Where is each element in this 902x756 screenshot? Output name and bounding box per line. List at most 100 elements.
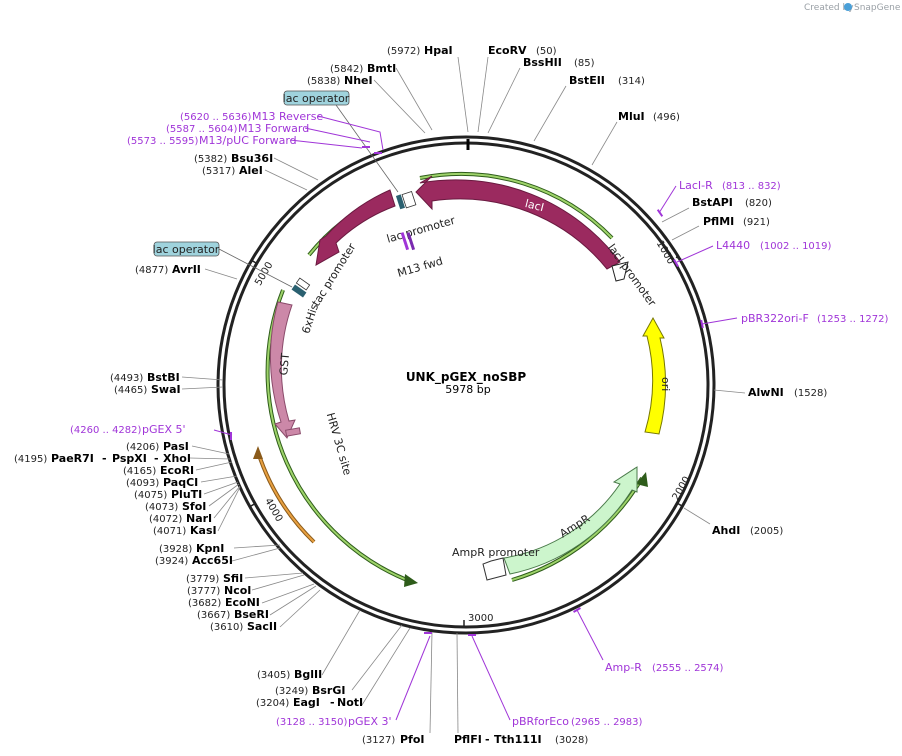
enzyme-ahdi[interactable]: AhdI	[712, 524, 740, 537]
enzyme-pos: (3667)	[197, 610, 230, 621]
primer-pbr322ori-f[interactable]: pBR322ori-F	[741, 312, 809, 325]
enzyme-acc65i[interactable]: Acc65I	[192, 554, 233, 567]
enzyme-pos: (820)	[745, 198, 772, 209]
enzyme-tth111i[interactable]: Tth111I	[494, 733, 542, 746]
primer-m13-forward[interactable]: M13 Forward	[238, 122, 309, 135]
enzyme-econi[interactable]: EcoNI	[225, 596, 260, 609]
enzyme-sacii[interactable]: SacII	[247, 620, 277, 633]
enzyme-bsrgi[interactable]: BsrGI	[312, 684, 345, 697]
primer-pgex-3[interactable]: pGEX 3'	[348, 715, 392, 728]
lac-operator-mark-1	[395, 194, 406, 210]
feature-lacza[interactable]: lacZα	[315, 189, 396, 266]
enzyme-pos: (4877)	[135, 265, 168, 276]
ruler-tick-1000: 1000	[654, 239, 676, 267]
enzyme-pos: (3928)	[159, 544, 192, 555]
leader-line	[456, 632, 459, 734]
primer-leaders	[213, 115, 738, 721]
leader-line	[244, 572, 304, 579]
ori-label: ori	[659, 377, 672, 391]
enzyme-paer7i[interactable]: PaeR7I	[51, 452, 94, 465]
lac-promoter-label: lac promoter	[385, 214, 457, 246]
backbone-outer	[216, 135, 716, 635]
feature-ampr[interactable]: AmpR	[503, 466, 638, 575]
leader-line	[361, 627, 411, 706]
enzyme-paqci[interactable]: PaqCI	[163, 476, 198, 489]
enzyme-mlui[interactable]: MluI	[618, 110, 645, 123]
enzyme-alwni[interactable]: AlwNI	[748, 386, 784, 399]
leader-line	[204, 268, 238, 280]
feature-ori[interactable]: ori	[642, 316, 672, 435]
enzyme-bsshii[interactable]: BssHII	[523, 56, 562, 69]
primer-amp-r[interactable]: Amp-R	[605, 661, 642, 674]
m13fwd-bar-1	[400, 232, 410, 251]
leader-line	[195, 461, 233, 471]
orf-arc-ampr-arrow	[636, 472, 648, 487]
enzyme-dash: -	[330, 696, 335, 709]
orf-arc-orange-inner	[257, 451, 315, 543]
enzyme-hpai[interactable]: HpaI	[424, 44, 453, 57]
leader-line	[231, 547, 281, 562]
enzyme-alei[interactable]: AleI	[239, 164, 263, 177]
enzyme-pasi[interactable]: PasI	[163, 440, 189, 453]
enzyme-ecori[interactable]: EcoRI	[160, 464, 194, 477]
leader-line	[591, 121, 618, 166]
primer-m13-reverse[interactable]: M13 Reverse	[252, 110, 323, 123]
enzyme-kasi[interactable]: KasI	[190, 524, 217, 537]
enzyme-bsu36i[interactable]: Bsu36I	[231, 152, 273, 165]
enzyme-pos: (2005)	[750, 526, 783, 537]
primer-mark	[362, 146, 370, 148]
primer-laci-r[interactable]: LacI-R	[679, 179, 713, 192]
enzyme-avrii[interactable]: AvrII	[172, 263, 201, 276]
enzyme-pos: (3924)	[155, 556, 188, 567]
lac-operator-box-top[interactable]: lac operator	[283, 90, 350, 106]
m13fwd-label: M13 fwd	[396, 254, 444, 279]
enzyme-bstapi[interactable]: BstAPI	[692, 196, 733, 209]
enzyme-pluti[interactable]: PluTI	[171, 488, 202, 501]
enzyme-pflfi[interactable]: PflFI	[454, 733, 482, 746]
primer-marks	[230, 146, 704, 636]
enzyme-pos: (5317)	[202, 166, 235, 177]
enzyme-pflmi[interactable]: PflMI	[703, 215, 734, 228]
leader-line	[200, 475, 238, 483]
enzyme-ncoi[interactable]: NcoI	[224, 584, 251, 597]
enzyme-nhei[interactable]: NheI	[344, 74, 373, 87]
enzyme-bsteii[interactable]: BstEII	[569, 74, 605, 87]
lac-operator-box-bg	[283, 90, 350, 106]
ampr-promoter-label: AmpR promoter	[452, 546, 540, 559]
enzyme-pos: (314)	[618, 76, 645, 87]
enzyme-bseri[interactable]: BseRI	[234, 608, 269, 621]
enzyme-bglii[interactable]: BglII	[294, 668, 322, 681]
enzyme-bstbi[interactable]: BstBI	[147, 371, 180, 384]
plasmid-name: UNK_pGEX_noSBP	[406, 370, 527, 385]
enzyme-nari[interactable]: NarI	[186, 512, 212, 525]
feature-laci[interactable]: lacI	[415, 175, 621, 270]
enzyme-swai[interactable]: SwaI	[151, 383, 181, 396]
enzyme-pspxi[interactable]: PspXI	[112, 452, 147, 465]
leader-line	[395, 635, 431, 721]
enzyme-xhoi[interactable]: XhoI	[163, 452, 191, 465]
primer-m13-puc-forward[interactable]: M13/pUC Forward	[199, 134, 297, 147]
enzyme-pos: (4075)	[134, 490, 167, 501]
leader-line	[264, 169, 308, 191]
enzyme-noti[interactable]: NotI	[337, 696, 363, 709]
enzyme-dash: -	[485, 733, 490, 746]
primer-pbrforeco[interactable]: pBRforEco	[512, 715, 569, 728]
primer-l4440[interactable]: L4440	[716, 239, 750, 252]
feature-m13fwd[interactable]: M13 fwd	[396, 232, 444, 280]
enzyme-ecorv[interactable]: EcoRV	[488, 44, 527, 57]
enzyme-kpni[interactable]: KpnI	[196, 542, 224, 555]
enzyme-sfoi[interactable]: SfoI	[182, 500, 206, 513]
enzyme-eagi[interactable]: EagI	[293, 696, 320, 709]
primer-pos: (4260 .. 4282)	[70, 425, 142, 436]
enzyme-bmti[interactable]: BmtI	[367, 62, 396, 75]
leader-line	[487, 67, 521, 134]
primer-pos: (2555 .. 2574)	[652, 663, 724, 674]
enzyme-pos: (5838)	[307, 76, 340, 87]
lac-operator-box-left[interactable]: lac operator	[153, 241, 220, 257]
enzyme-pfoi[interactable]: PfoI	[400, 733, 425, 746]
plasmid-size: 5978 bp	[445, 383, 490, 396]
enzyme-sfii[interactable]: SfiI	[223, 572, 243, 585]
leader-line	[273, 157, 319, 181]
leader-line	[395, 67, 433, 131]
primer-pgex-5[interactable]: pGEX 5'	[142, 423, 186, 436]
